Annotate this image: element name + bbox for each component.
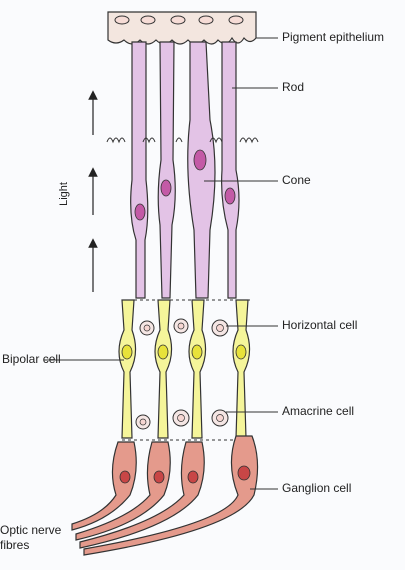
rod-2 — [157, 41, 176, 299]
leader-lines — [44, 37, 278, 490]
photoreceptors — [130, 41, 240, 299]
optic-nerve-label-line1: Optic nerve — [0, 523, 62, 537]
bipolar-cells — [118, 299, 251, 439]
ganglion-cell-label: Ganglion cell — [282, 481, 352, 495]
bipolar-nuclei — [121, 344, 247, 360]
photoreceptor-nuclei — [134, 149, 236, 221]
bipolar-cell-label: Bipolar cell — [2, 352, 61, 366]
light-label: Light — [57, 182, 70, 206]
cone-label: Cone — [282, 173, 311, 187]
pigment-epithelium — [107, 11, 257, 45]
rod-1 — [130, 41, 149, 299]
ganglion-cells — [71, 435, 259, 556]
rod-3 — [221, 41, 240, 299]
optic-nerve-label-line2: fibres — [0, 538, 30, 552]
horizontal-cell-label: Horizontal cell — [282, 318, 358, 332]
ganglion-nuclei — [119, 465, 251, 484]
outer-limiting-wave — [106, 137, 259, 144]
rod-label: Rod — [282, 80, 305, 94]
pigment-epithelium-label: Pigment epithelium — [282, 30, 385, 44]
horizontal-cells — [139, 318, 229, 337]
amacrine-cell-label: Amacrine cell — [282, 404, 355, 418]
